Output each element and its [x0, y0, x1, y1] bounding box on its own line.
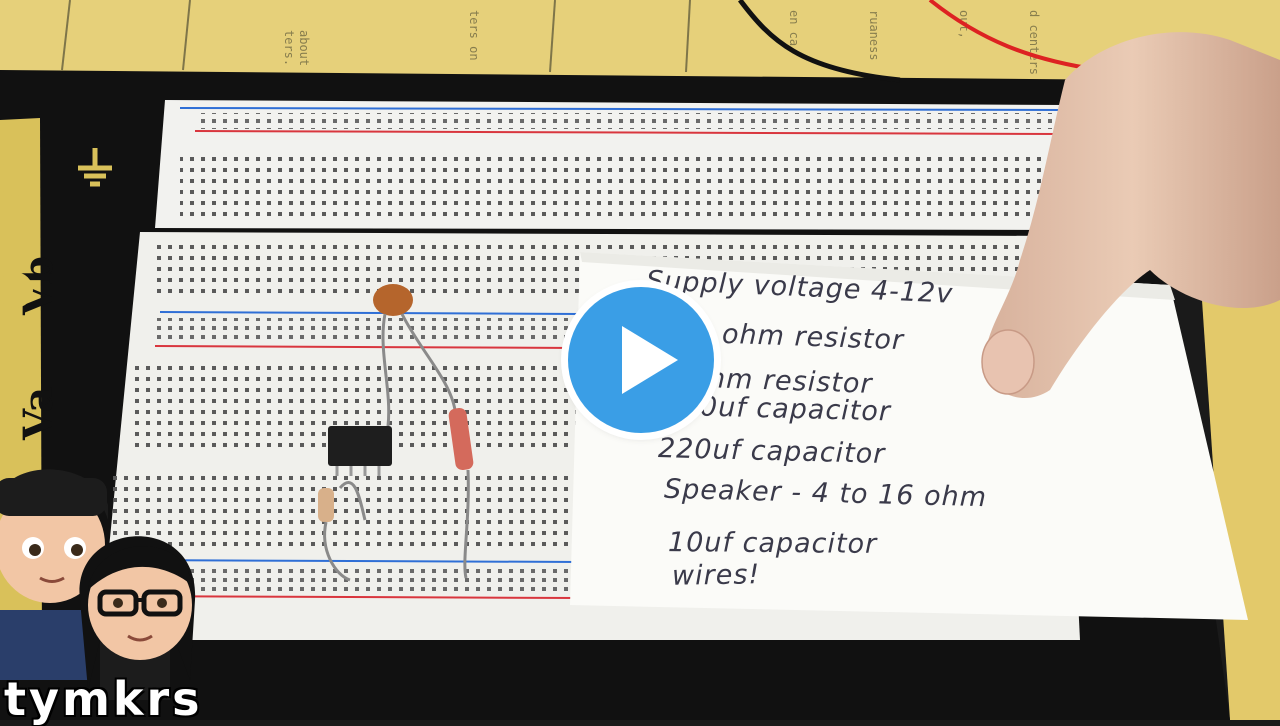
- note-line-capacitor-1: 0uf capacitor: [699, 391, 892, 428]
- svg-text:ters on: ters on: [467, 10, 481, 61]
- ic-chip: [328, 426, 392, 466]
- note-line-ohm-resistor-1: ohm resistor: [721, 318, 905, 357]
- ceramic-capacitor: [373, 284, 413, 316]
- note-line-wires: wires!: [671, 559, 761, 592]
- svg-text:d centers: d centers: [1027, 10, 1041, 75]
- resistor-right: [448, 407, 474, 471]
- avatar-female: [79, 536, 196, 700]
- ground-symbol-icon: [78, 148, 112, 187]
- resistor-left: [318, 488, 334, 522]
- svg-text:ruaness: ruaness: [867, 10, 881, 61]
- avatar-male: [0, 469, 108, 680]
- channel-logo: tymkrs: [4, 672, 203, 726]
- play-button[interactable]: [568, 287, 714, 433]
- note-line-capacitor-10uf: 10uf capacitor: [667, 527, 878, 560]
- svg-text:Va: Va: [15, 387, 62, 441]
- play-icon: [622, 326, 678, 394]
- svg-text:about 4: about 4: [297, 30, 311, 81]
- svg-text:ters.: ters.: [282, 30, 296, 66]
- note-line-capacitor-220uf: 220uf capacitor: [657, 433, 886, 470]
- svg-text:en ca: en ca: [787, 10, 801, 46]
- finger: [985, 32, 1280, 399]
